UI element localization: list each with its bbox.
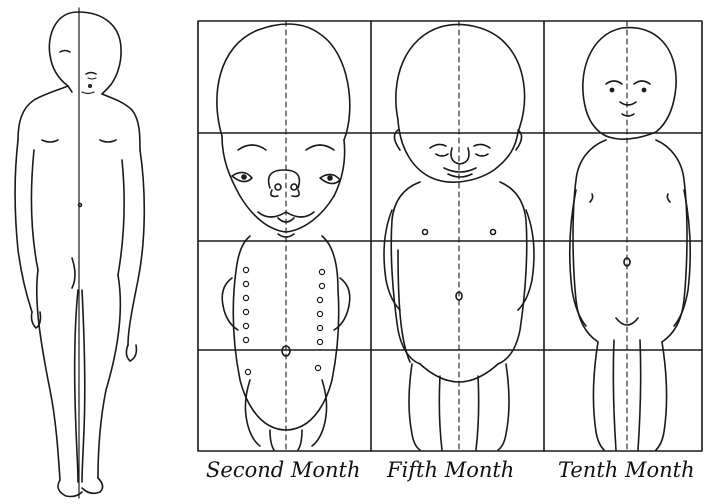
tenth-month-newborn bbox=[570, 28, 691, 450]
standing-child-figure bbox=[15, 8, 144, 498]
proportion-grid bbox=[198, 21, 702, 451]
label-fifth-month: Fifth Month bbox=[387, 458, 514, 482]
second-month-embryo bbox=[217, 24, 350, 450]
label-second-month: Second Month bbox=[206, 458, 361, 482]
center-lines bbox=[286, 21, 627, 451]
label-tenth-month: Tenth Month bbox=[558, 458, 695, 482]
